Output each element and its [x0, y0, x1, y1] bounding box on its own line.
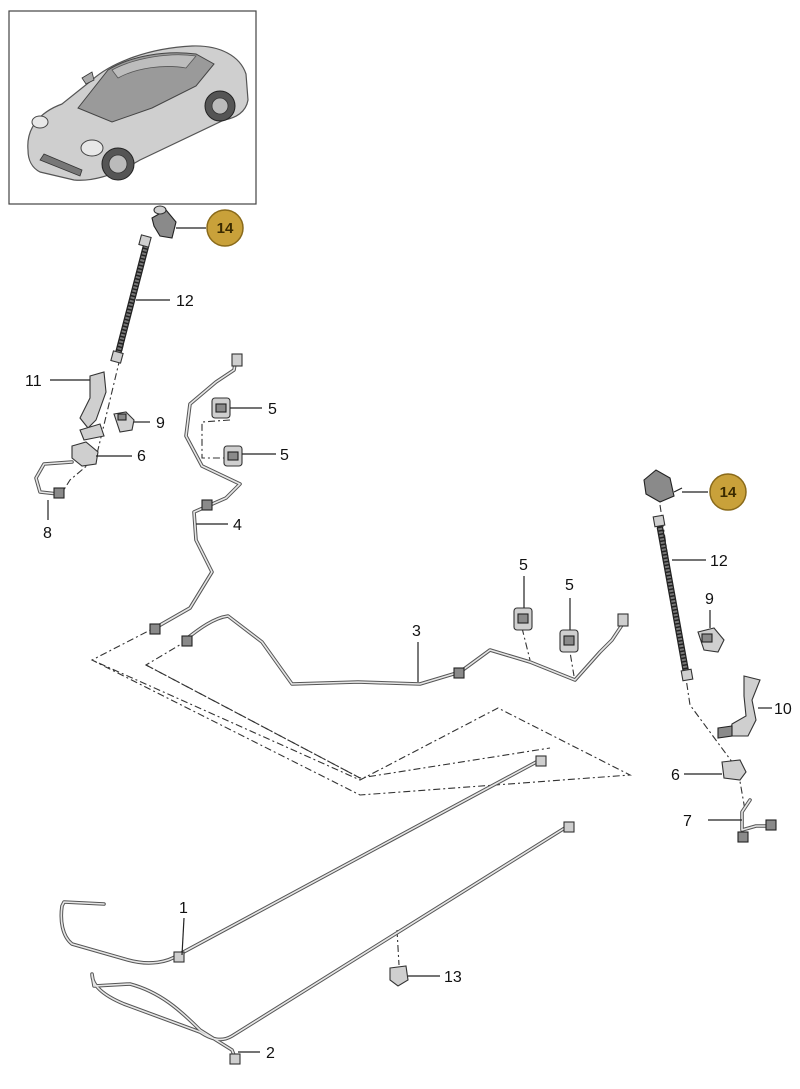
badge-14-right[interactable]: 14	[709, 473, 747, 511]
bracket-10	[717, 675, 761, 739]
bracket-11	[79, 371, 107, 441]
callout-9-left[interactable]: 9	[156, 415, 165, 432]
callout-4[interactable]: 4	[233, 517, 242, 534]
brake-lines	[34, 356, 776, 1062]
callout-5-upper-a[interactable]: 5	[268, 401, 277, 418]
callout-9-right[interactable]: 9	[705, 591, 714, 608]
brake-hose-right	[652, 514, 694, 682]
callout-5-right-b[interactable]: 5	[565, 577, 574, 594]
brake-line-3-highlight	[184, 615, 625, 685]
clip-5-right-a	[513, 607, 533, 631]
dash-inner-loop	[144, 639, 551, 779]
bleed-screw-9-right	[697, 627, 725, 653]
dash-inner-return	[145, 664, 361, 779]
callout-10[interactable]: 10	[774, 701, 792, 718]
holder-14-left	[151, 205, 177, 239]
car-thumbnail	[8, 10, 257, 205]
car-headlight-right	[80, 139, 104, 157]
dash-left-sensor	[201, 419, 231, 459]
callout-2[interactable]: 2	[266, 1045, 275, 1062]
car-front-intake	[39, 153, 83, 177]
brake-hose-left	[110, 234, 152, 364]
car-headlight-left	[31, 115, 49, 129]
clip-13	[389, 965, 409, 987]
sensor-6-right	[721, 759, 747, 781]
leader-lines	[47, 227, 772, 1053]
badge-14-left-label: 14	[217, 220, 234, 237]
holder-14-right	[643, 469, 683, 503]
brake-line-2-highlight	[91, 825, 569, 1061]
callout-5-right-a[interactable]: 5	[519, 557, 528, 574]
callout-6-left[interactable]: 6	[137, 448, 146, 465]
callout-8[interactable]: 8	[43, 525, 52, 542]
sensor-6-left	[71, 441, 99, 467]
callout-7[interactable]: 7	[683, 813, 692, 830]
brake-line-1-highlight	[60, 759, 541, 964]
car-mirror	[81, 71, 95, 85]
badge-14-right-circle	[709, 473, 747, 511]
callout-5-upper-b[interactable]: 5	[280, 447, 289, 464]
brake-line-1	[59, 758, 542, 965]
dash-outer-loop	[90, 624, 633, 796]
clip-5-right-b	[559, 629, 579, 653]
clip-5-upper-a	[211, 397, 231, 419]
assembly-lines	[59, 241, 746, 966]
dash-13	[396, 929, 400, 966]
car-wheel-rear-rim	[211, 97, 229, 115]
line-fittings	[149, 353, 629, 1065]
car-roof	[111, 54, 197, 79]
callout-1[interactable]: 1	[179, 900, 188, 917]
callout-6-right[interactable]: 6	[671, 767, 680, 784]
callout-12-right[interactable]: 12	[710, 553, 728, 570]
callout-13[interactable]: 13	[444, 969, 462, 986]
clip-5-upper-b	[223, 445, 243, 467]
callout-12-left[interactable]: 12	[176, 293, 194, 310]
badge-14-right-label: 14	[720, 484, 737, 501]
callouts: 1 2 3 4 5 5 5 5 6 6 7 8 9 9 10 11 12 12 …	[25, 293, 792, 1062]
car-wheel-front-rim	[108, 154, 128, 174]
connector-8	[53, 487, 65, 499]
badge-14-left-circle	[206, 209, 244, 247]
cable-7-highlight	[741, 799, 775, 831]
callout-3[interactable]: 3	[412, 623, 421, 640]
brake-line-4-highlight	[154, 357, 241, 629]
badge-14-left[interactable]: 14	[206, 209, 244, 247]
connector-7	[737, 819, 777, 843]
bleed-screw-9-left	[113, 411, 135, 433]
brake-line-2	[90, 824, 570, 1062]
callout-11[interactable]: 11	[25, 373, 42, 390]
